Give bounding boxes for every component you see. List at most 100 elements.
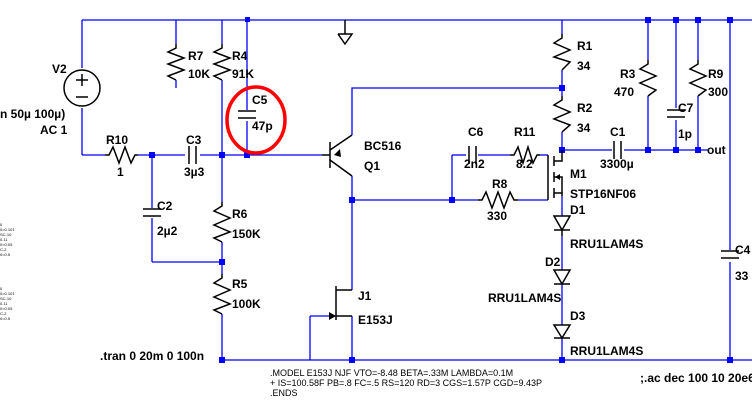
- r11-resistor-symbol[interactable]: [510, 144, 540, 166]
- r7-resistor-symbol[interactable]: [165, 44, 187, 81]
- c5-name: C5: [252, 93, 268, 107]
- j1-name: J1: [358, 289, 372, 303]
- r7-name: R7: [188, 49, 204, 63]
- c6-name: C6: [468, 125, 484, 139]
- r11-value: 8.2: [516, 157, 533, 171]
- r9-value: 300: [708, 85, 729, 99]
- v2-source-symbol[interactable]: [63, 69, 101, 107]
- d3-value: RRU1LAM4S: [570, 344, 644, 358]
- v2-name: V2: [52, 62, 67, 76]
- c5-highlight-circle: [225, 85, 287, 155]
- r8-value: 330: [487, 209, 508, 223]
- m1-value: STP16NF06: [570, 187, 637, 201]
- tiny-line: 0.11: [0, 301, 8, 306]
- tiny-line: SC-10: [0, 232, 12, 237]
- v2-value-line1: n 50µ 100µ): [0, 107, 66, 121]
- c1-name: C1: [610, 125, 626, 139]
- r11-name: R11: [514, 125, 536, 139]
- r5-value: 100K: [232, 297, 261, 311]
- r9-name: R9: [708, 67, 724, 81]
- c5-capacitor-symbol[interactable]: [238, 110, 256, 119]
- r10-name: R10: [106, 133, 129, 147]
- tiny-line: C-2: [0, 311, 7, 316]
- d1-value: RRU1LAM4S: [570, 237, 644, 251]
- ground-icon[interactable]: [337, 20, 354, 46]
- m1-mosfet-symbol[interactable]: [547, 150, 563, 200]
- tiny-line: 0=0.5: [0, 316, 11, 321]
- tiny-line: 0=0.5: [0, 252, 11, 257]
- c3-name: C3: [186, 133, 202, 147]
- tiny-line: 0: [0, 222, 3, 227]
- c1-value: 3300µ: [600, 157, 634, 171]
- r3-resistor-symbol[interactable]: [638, 60, 658, 97]
- tiny-line: 0=0.05: [0, 242, 13, 247]
- r4-name: R4: [232, 49, 248, 63]
- c2-name: C2: [157, 199, 173, 213]
- r8-name: R8: [492, 177, 508, 191]
- d3-diode-symbol[interactable]: [552, 324, 572, 340]
- c3-capacitor-symbol[interactable]: [188, 146, 197, 164]
- c3-value: 3µ3: [184, 165, 205, 179]
- c2-capacitor-symbol[interactable]: [143, 208, 161, 217]
- r1-resistor-symbol[interactable]: [551, 34, 572, 71]
- ac-directive[interactable]: ;.ac dec 100 10 20e6: [640, 371, 752, 385]
- tiny-line: 0=0.05: [0, 306, 13, 311]
- tran-directive[interactable]: .tran 0 20m 0 100n: [100, 349, 205, 363]
- d2-name: D2: [545, 255, 561, 269]
- model-directive-line2[interactable]: + IS=100.58F PB=.8 FC=.5 RS=120 RD=3 CGS…: [270, 378, 542, 388]
- c2-value: 2µ2: [157, 224, 178, 238]
- q1-transistor-symbol[interactable]: [322, 134, 353, 177]
- m1-name: M1: [570, 167, 587, 181]
- q1-name: Q1: [364, 159, 381, 173]
- tiny-line: 0=0.101: [0, 291, 15, 296]
- model-directive-line3[interactable]: .ENDS: [270, 388, 298, 398]
- r2-value: 34: [577, 121, 591, 135]
- d3-name: D3: [570, 309, 586, 323]
- v2-value-line2: AC 1: [40, 123, 68, 137]
- j1-jfet-symbol[interactable]: [329, 286, 352, 320]
- tiny-line: 0.11: [0, 237, 8, 242]
- d2-value: RRU1LAM4S: [488, 291, 562, 305]
- r6-resistor-symbol[interactable]: [212, 202, 232, 243]
- d1-name: D1: [570, 203, 586, 217]
- d2-diode-symbol[interactable]: [552, 269, 572, 286]
- d1-diode-symbol[interactable]: [552, 215, 572, 236]
- c1-capacitor-symbol[interactable]: [613, 141, 622, 159]
- c6-capacitor-symbol[interactable]: [468, 146, 477, 164]
- left-edge-tiny-text-1: 0 0=0.101 SC-10 0.11 0=0.05 C-2 0=0.5: [0, 222, 15, 257]
- r5-name: R5: [232, 277, 248, 291]
- r2-resistor-symbol[interactable]: [552, 96, 572, 133]
- r7-value: 10K: [188, 67, 211, 81]
- q1-value: BC516: [364, 139, 402, 153]
- r9-resistor-symbol[interactable]: [688, 60, 708, 97]
- r6-value: 150K: [232, 227, 261, 241]
- c4-capacitor-symbol[interactable]: [721, 250, 739, 259]
- j1-value: E153J: [358, 313, 393, 327]
- r5-resistor-symbol[interactable]: [212, 274, 232, 315]
- r6-name: R6: [232, 207, 248, 221]
- r1-name: R1: [577, 39, 593, 53]
- c4-name: C4: [735, 243, 751, 257]
- tiny-line: SC-10: [0, 296, 12, 301]
- r10-value: 1: [117, 165, 124, 179]
- c7-capacitor-symbol[interactable]: [667, 109, 685, 118]
- tiny-line: 0: [0, 286, 3, 291]
- c7-value: 1p: [678, 127, 693, 141]
- tiny-line: 0=0.101: [0, 227, 15, 232]
- tiny-line: C-2: [0, 247, 7, 252]
- r4-resistor-symbol[interactable]: [211, 44, 233, 81]
- r8-resistor-symbol[interactable]: [478, 189, 518, 211]
- model-directive-line1[interactable]: .MODEL E153J NJF VTO=-8.48 BETA=.33M LAM…: [270, 368, 514, 378]
- c5-value: 47p: [252, 119, 273, 133]
- left-edge-tiny-text-2: 0 0=0.101 SC-10 0.11 0=0.05 C-2 0=0.5: [0, 286, 15, 321]
- r3-value: 470: [614, 85, 635, 99]
- c7-name: C7: [678, 101, 694, 115]
- r2-name: R2: [577, 101, 593, 115]
- net-label-out[interactable]: out: [707, 143, 726, 157]
- c4-value: 33: [735, 269, 749, 283]
- r10-resistor-symbol[interactable]: [105, 144, 138, 166]
- r4-value: 91K: [232, 67, 255, 81]
- r3-name: R3: [620, 67, 636, 81]
- r1-value: 34: [577, 59, 591, 73]
